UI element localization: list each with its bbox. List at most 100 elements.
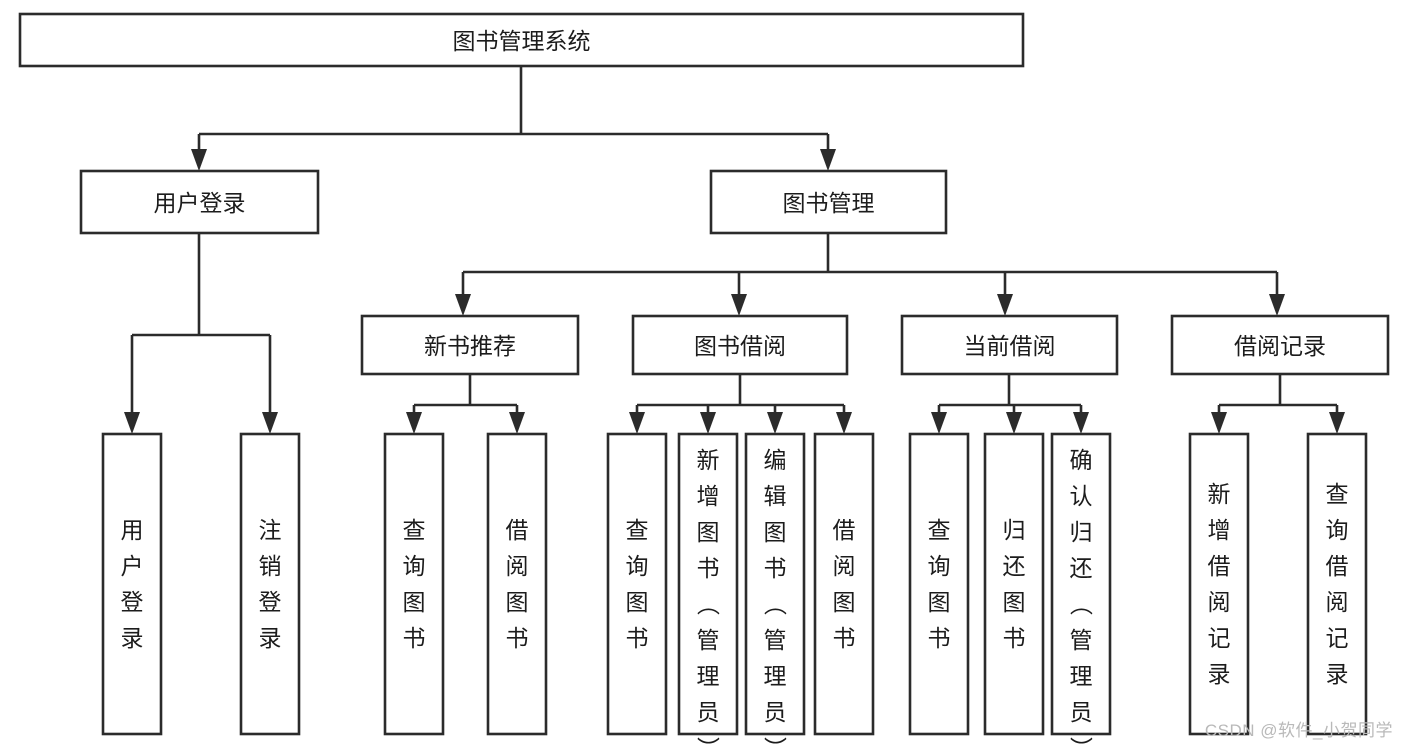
node-user-login[interactable]: 用户登录 bbox=[79, 169, 320, 235]
node-box-leaf[interactable] bbox=[101, 432, 163, 736]
node-current-borrow[interactable]: 当前借阅 bbox=[900, 314, 1119, 376]
node-box-level1[interactable] bbox=[709, 169, 948, 235]
node-label: 图书借阅 bbox=[694, 333, 786, 359]
node-label-char: 用 bbox=[121, 517, 144, 543]
node-label-char: 记 bbox=[1208, 625, 1231, 651]
node-leaf-user-login[interactable]: 用户登录 bbox=[101, 432, 163, 736]
node-label-char: 图 bbox=[928, 589, 951, 615]
node-box-leaf[interactable] bbox=[908, 432, 970, 736]
connector-user-login-to-leaves bbox=[124, 233, 278, 434]
node-label-char: 图 bbox=[506, 589, 529, 615]
arrow-head-icon bbox=[262, 412, 278, 434]
node-label-char: 书 bbox=[1003, 625, 1026, 651]
arrow-head-icon bbox=[997, 294, 1013, 316]
node-box-leaf[interactable] bbox=[1188, 432, 1250, 736]
node-label: 当前借阅 bbox=[964, 333, 1056, 359]
node-label-char: 借 bbox=[1208, 553, 1231, 579]
node-box-leaf[interactable] bbox=[677, 432, 739, 736]
node-label: 图书管理系统 bbox=[453, 28, 591, 54]
node-box-leaf[interactable] bbox=[983, 432, 1045, 736]
node-label-char: 图 bbox=[697, 519, 720, 545]
node-label-char: 图 bbox=[833, 589, 856, 615]
connectors-layer bbox=[124, 66, 1345, 434]
node-label-char: ） bbox=[762, 737, 788, 747]
node-label-char: 新 bbox=[1208, 481, 1231, 507]
node-label-char: （ bbox=[695, 593, 721, 616]
node-label-char: 书 bbox=[506, 625, 529, 651]
arrow-head-icon bbox=[731, 294, 747, 316]
node-box-leaf[interactable] bbox=[1306, 432, 1368, 736]
node-label-char: 书 bbox=[764, 555, 787, 581]
node-label-char: 查 bbox=[928, 517, 951, 543]
node-box-level2[interactable] bbox=[900, 314, 1119, 376]
node-label-char: 书 bbox=[697, 555, 720, 581]
node-label-char: 书 bbox=[626, 625, 649, 651]
node-book-manage[interactable]: 图书管理 bbox=[709, 169, 948, 235]
node-label-char: 录 bbox=[1326, 661, 1349, 687]
node-box-leaf[interactable] bbox=[606, 432, 668, 736]
node-label-char: 员 bbox=[697, 699, 720, 725]
node-label-char: 询 bbox=[1326, 517, 1349, 543]
node-box-level1[interactable] bbox=[79, 169, 320, 235]
node-label-char: 确 bbox=[1070, 447, 1093, 473]
arrow-head-icon bbox=[767, 412, 783, 434]
node-book-borrow[interactable]: 图书借阅 bbox=[631, 314, 849, 376]
node-label-char: 增 bbox=[1208, 517, 1231, 543]
node-box-leaf[interactable] bbox=[239, 432, 301, 736]
arrow-head-icon bbox=[1269, 294, 1285, 316]
node-label-char: 员 bbox=[764, 699, 787, 725]
node-box-level2[interactable] bbox=[631, 314, 849, 376]
node-box-leaf[interactable] bbox=[383, 432, 445, 736]
arrow-head-icon bbox=[836, 412, 852, 434]
node-label-char: 图 bbox=[626, 589, 649, 615]
node-new-book-recommend[interactable]: 新书推荐 bbox=[360, 314, 580, 376]
node-box-root[interactable] bbox=[18, 12, 1025, 68]
node-label-char: 书 bbox=[928, 625, 951, 651]
node-borrow-record[interactable]: 借阅记录 bbox=[1170, 314, 1390, 376]
arrow-head-icon bbox=[406, 412, 422, 434]
connector-new-book-recommend-to-leaves bbox=[406, 374, 525, 434]
node-box-level2[interactable] bbox=[360, 314, 580, 376]
node-label-char: ） bbox=[1068, 737, 1094, 747]
node-label: 用户登录 bbox=[154, 190, 246, 216]
arrow-head-icon bbox=[191, 149, 207, 171]
arrow-head-icon bbox=[820, 149, 836, 171]
node-label: 借阅记录 bbox=[1234, 333, 1326, 359]
arrow-head-icon bbox=[509, 412, 525, 434]
node-label-char: 辑 bbox=[764, 483, 787, 509]
node-label-char: 录 bbox=[259, 625, 282, 651]
connector-book-borrow-to-leaves bbox=[629, 374, 852, 434]
node-label-char: 管 bbox=[697, 627, 720, 653]
node-label-char: 借 bbox=[1326, 553, 1349, 579]
node-root[interactable]: 图书管理系统 bbox=[18, 12, 1025, 68]
node-label-char: 询 bbox=[403, 553, 426, 579]
arrow-head-icon bbox=[1211, 412, 1227, 434]
node-box-level2[interactable] bbox=[1170, 314, 1390, 376]
arrow-head-icon bbox=[629, 412, 645, 434]
node-label-char: 图 bbox=[764, 519, 787, 545]
node-box-leaf[interactable] bbox=[486, 432, 548, 736]
node-label-char: 借 bbox=[506, 517, 529, 543]
connector-borrow-record-to-leaves bbox=[1211, 374, 1345, 434]
node-label-char: 阅 bbox=[1208, 589, 1231, 615]
node-box-leaf[interactable] bbox=[813, 432, 875, 736]
node-label-char: 增 bbox=[697, 483, 720, 509]
node-box-leaf[interactable] bbox=[744, 432, 806, 736]
arrow-head-icon bbox=[1073, 412, 1089, 434]
node-box-leaf[interactable] bbox=[1050, 432, 1112, 736]
node-label-char: 理 bbox=[697, 663, 720, 689]
node-label-char: 书 bbox=[403, 625, 426, 651]
